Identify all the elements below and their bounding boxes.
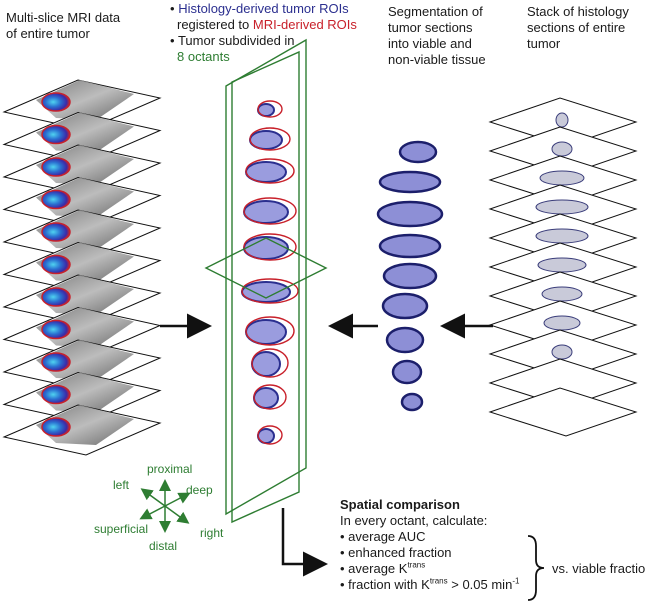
registered-roi-section: [243, 233, 297, 261]
mri-label-line1: Multi-slice MRI data: [6, 10, 121, 25]
registered-roi-section: [243, 197, 297, 225]
mri-label: Multi-slice MRI data of entire tumor: [6, 10, 120, 42]
registered-roi-stack: [241, 100, 299, 445]
mri-slice: [2, 144, 162, 196]
octant-planes: [204, 38, 328, 524]
histology-slice-stack: [488, 97, 638, 437]
octant-plane-vertical-b: [225, 38, 307, 516]
vs-viable-fraction: vs. viable fraction: [552, 561, 646, 576]
segmentation-line3: into viable and: [388, 36, 472, 51]
histology-slice: [488, 387, 638, 437]
registered-roi-section: [257, 100, 283, 118]
segmentation-sections: [376, 140, 444, 412]
comparison-item: • average AUC: [340, 529, 426, 544]
registered-roi-section: [245, 158, 295, 184]
center-caption: • Histology-derived tumor ROIs registere…: [170, 1, 357, 65]
segmentation-section: [385, 326, 425, 354]
octants-label: 8 octants: [177, 49, 230, 64]
histology-roi-label: Histology-derived tumor ROIs: [178, 1, 349, 16]
direction-superficial: superficial: [94, 522, 149, 536]
arrow-to-comparison: [281, 508, 328, 577]
registered-roi-section: [251, 348, 289, 378]
direction-compass: [139, 479, 191, 533]
registered-roi-section: [245, 316, 295, 346]
mri-slice: [2, 404, 162, 456]
registered-roi-section: [249, 127, 291, 151]
direction-right: right: [200, 526, 224, 540]
histology-stack-label: Stack of histology sections of entire tu…: [527, 4, 629, 52]
subdivided-text: Tumor subdivided in: [177, 33, 295, 48]
mri-slice: [2, 371, 162, 424]
segmentation-section: [381, 292, 429, 320]
comparison-item: • fraction with Ktrans > 0.05 min-1: [340, 576, 520, 592]
direction-distal: distal: [149, 539, 178, 553]
comparison-subtitle: In every octant, calculate:: [340, 513, 488, 528]
segmentation-section: [376, 200, 444, 228]
segmentation-section: [391, 359, 423, 385]
registered-roi-section: [257, 425, 283, 445]
comparison-item: • average Ktrans: [340, 560, 426, 576]
direction-left: left: [113, 478, 130, 492]
mri-slice: [2, 241, 162, 294]
segmentation-line1: Segmentation of: [388, 4, 483, 19]
segmentation-section: [382, 262, 438, 290]
mri-label-line2: of entire tumor: [6, 26, 90, 41]
segmentation-line2: tumor sections: [388, 20, 473, 35]
bullet: •: [170, 33, 175, 48]
curly-brace: [527, 535, 545, 601]
histology-line2: sections of entire: [527, 20, 626, 35]
center-line1: • Histology-derived tumor ROIs: [170, 1, 357, 17]
spatial-comparison: Spatial comparison In every octant, calc…: [340, 497, 519, 593]
direction-deep: deep: [186, 483, 213, 497]
histology-line3: tumor: [527, 36, 561, 51]
histology-line1: Stack of histology: [527, 4, 629, 19]
mri-slice: [2, 79, 162, 131]
segmentation-section: [398, 140, 438, 164]
comparison-item: • enhanced fraction: [340, 545, 452, 560]
segmentation-label: Segmentation of tumor sections into viab…: [388, 4, 486, 68]
segmentation-section: [400, 392, 424, 412]
octant-plane-vertical-a: [231, 50, 300, 524]
octant-plane-horizontal: [204, 237, 328, 299]
segmentation-line4: non-viable tissue: [388, 52, 486, 67]
mri-slice: [2, 176, 162, 229]
segmentation-section: [378, 233, 442, 259]
mri-slice-stack: [2, 79, 162, 456]
center-line3: • Tumor subdivided in: [170, 33, 357, 49]
mri-slice: [2, 274, 162, 326]
histology-slice: [488, 126, 638, 176]
mri-roi-label: MRI-derived ROIs: [252, 17, 357, 32]
registered-roi-section: [241, 278, 299, 304]
segmentation-section: [378, 170, 442, 194]
histology-slice: [488, 242, 638, 292]
mri-slice: [2, 339, 162, 391]
direction-proximal: proximal: [147, 462, 193, 476]
histology-slice: [488, 271, 638, 321]
mri-slice: [2, 209, 162, 261]
center-line2: registered to MRI-derived ROIs: [170, 17, 357, 33]
registered-to-text: registered to: [177, 17, 253, 32]
registered-roi-section: [253, 384, 287, 410]
histology-slice: [488, 329, 638, 379]
comparison-title: Spatial comparison: [340, 497, 460, 512]
bullet: •: [170, 1, 175, 16]
